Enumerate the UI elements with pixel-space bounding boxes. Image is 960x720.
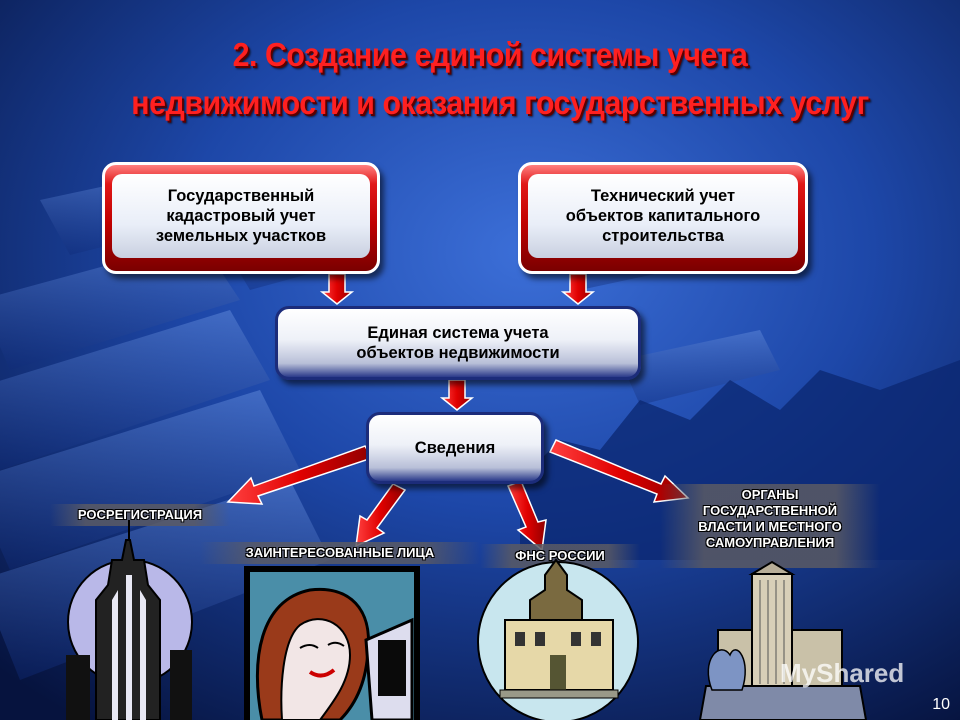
cadastral-line-2: кадастровый учет: [166, 207, 316, 225]
watermark-text: MyShared: [780, 658, 905, 688]
interested-label-bar: [200, 542, 480, 564]
technical-box: Технический учет объектов капитального с…: [518, 162, 808, 274]
unified-system-box: Единая система учета объектов недвижимос…: [275, 306, 641, 380]
interested-label: ЗАИНТЕРЕСОВАННЫЕ ЛИЦА: [245, 545, 435, 560]
title-line-2: недвижимости и оказания государственных …: [131, 84, 869, 121]
cadastral-line-3: земельных участков: [155, 227, 327, 245]
authorities-label-bar: [660, 484, 880, 568]
unified-line-2: объектов недвижимости: [356, 344, 560, 362]
unified-line-1: Единая система учета: [367, 324, 549, 342]
technical-line-3: строительства: [602, 227, 724, 245]
info-label: Сведения: [414, 439, 496, 457]
technical-line-2: объектов капитального: [565, 207, 761, 225]
authorities-line-3: ВЛАСТИ И МЕСТНОГО: [698, 519, 842, 534]
authorities-label: ОРГАНЫ ГОСУДАРСТВЕННОЙ ВЛАСТИ И МЕСТНОГО…: [668, 487, 872, 551]
cadastral-box: Государственный кадастровый учет земельн…: [102, 162, 380, 274]
authorities-line-4: САМОУПРАВЛЕНИЯ: [705, 535, 835, 550]
rosreg-label-bar: [50, 504, 230, 526]
page-number: 10: [932, 696, 950, 713]
technical-line-1: Технический учет: [590, 187, 736, 205]
info-box: Сведения: [366, 412, 544, 484]
authorities-line-1: ОРГАНЫ: [741, 487, 799, 502]
fns-label: ФНС РОССИИ: [515, 548, 605, 563]
title-line-1: 2. Создание единой системы учета: [232, 36, 748, 73]
rosreg-label: РОСРЕГИСТРАЦИЯ: [77, 507, 203, 522]
authorities-line-2: ГОСУДАРСТВЕННОЙ: [702, 503, 838, 518]
cadastral-line-1: Государственный: [167, 187, 315, 205]
